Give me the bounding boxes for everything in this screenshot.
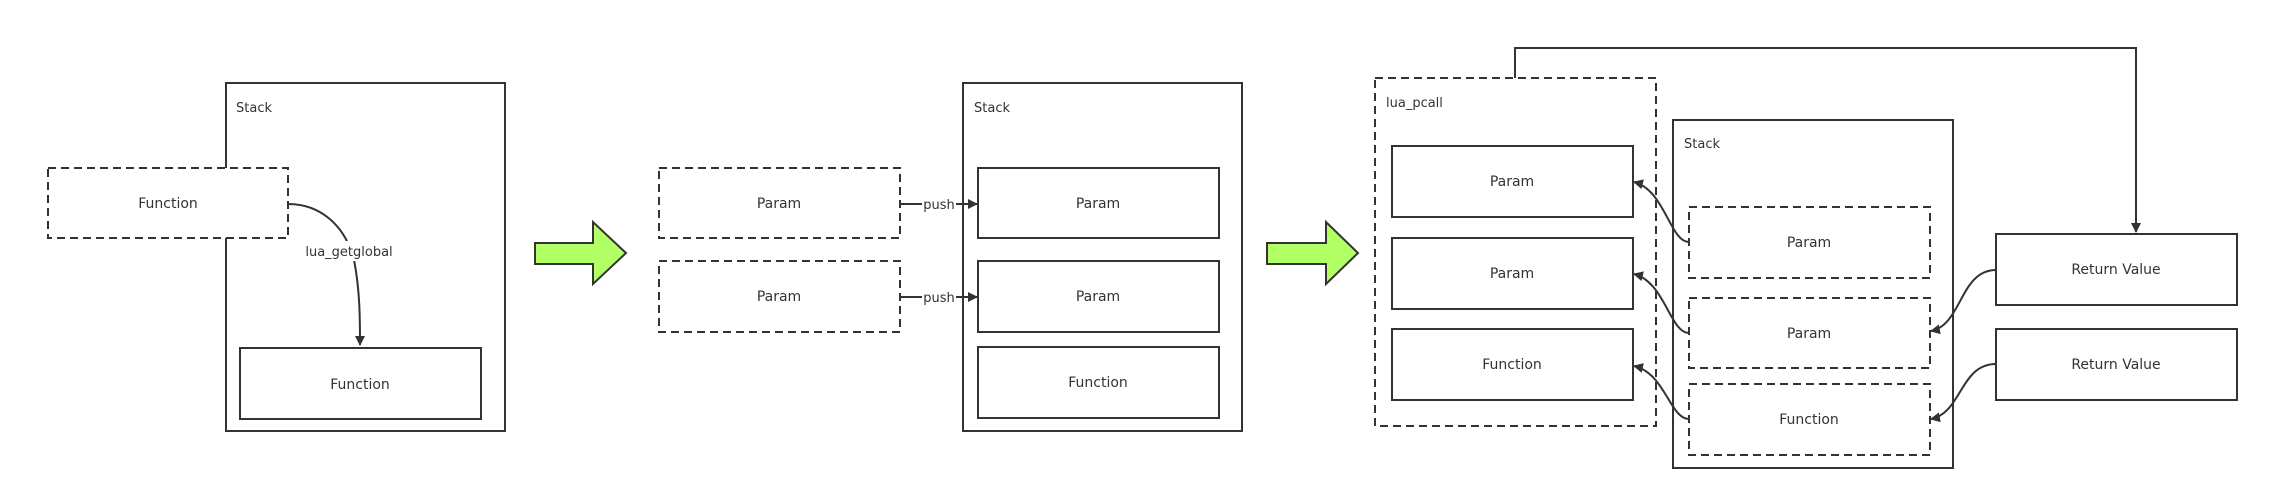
- transition-arrow-2: [1266, 219, 1360, 287]
- edge-label-bg: [303, 241, 395, 261]
- lua-pcall-title: lua_pcall: [1386, 96, 1443, 111]
- move-arrow-param-1: [1633, 179, 1690, 243]
- push-label-bg-2: [922, 288, 956, 306]
- push-label-1: push: [923, 198, 955, 213]
- param-label-outside-2: Param: [757, 289, 801, 305]
- call-param-box-2: [1391, 237, 1634, 310]
- transition-arrow-1: [534, 219, 628, 287]
- edge-label-lua-getglobal: lua_getglobal: [305, 245, 392, 260]
- stack-title: Stack: [1684, 137, 1720, 152]
- function-label-outside: Function: [138, 196, 198, 212]
- stack-function-box: [1688, 383, 1931, 456]
- push-label-2: push: [923, 291, 955, 306]
- move-arrow-function: [1633, 363, 1690, 420]
- param-label-outside-1: Param: [757, 196, 801, 212]
- panel-2: Stack Param Param Param Param Function p…: [658, 82, 1243, 432]
- stack-param-label-2: Param: [1787, 326, 1831, 342]
- stack-function-label: Function: [330, 377, 390, 393]
- call-param-label-1: Param: [1490, 174, 1534, 190]
- call-param-box-1: [1391, 145, 1634, 218]
- return-value-label-1: Return Value: [2071, 262, 2160, 278]
- panel-1: Stack Function lua_getglobal Function: [47, 82, 506, 432]
- stack-param-label-1: Param: [1787, 235, 1831, 251]
- return-value-box-1: [1995, 233, 2238, 306]
- stack-param-box-2: [977, 260, 1220, 333]
- stack-param-label-1: Param: [1076, 196, 1120, 212]
- stack-function-label: Function: [1068, 375, 1128, 391]
- move-arrow-param-2: [1633, 271, 1690, 334]
- stack-param-label-2: Param: [1076, 289, 1120, 305]
- function-box-outside: [47, 167, 289, 239]
- push-label-bg-1: [922, 195, 956, 213]
- stack-param-box-2: [1688, 297, 1931, 369]
- call-function-box: [1391, 328, 1634, 401]
- stack-function-label: Function: [1779, 412, 1839, 428]
- stack-title: Stack: [974, 101, 1010, 116]
- return-value-label-2: Return Value: [2071, 357, 2160, 373]
- panel-3: lua_pcall Param Param Function Stack Par…: [1374, 47, 2238, 469]
- call-param-label-2: Param: [1490, 266, 1534, 282]
- stack-param-box-1: [977, 167, 1220, 239]
- stack-function-box: [977, 346, 1220, 419]
- stack-param-box-1: [1688, 206, 1931, 279]
- param-box-outside-2: [658, 260, 901, 333]
- stack-function-box: [239, 347, 482, 420]
- param-box-outside-1: [658, 167, 901, 239]
- pcall-result-connector: [1514, 47, 2141, 233]
- return-arrow-2: [1930, 363, 1997, 423]
- return-arrow-1: [1930, 269, 1997, 335]
- call-function-label: Function: [1482, 357, 1542, 373]
- stack-title: Stack: [236, 101, 272, 116]
